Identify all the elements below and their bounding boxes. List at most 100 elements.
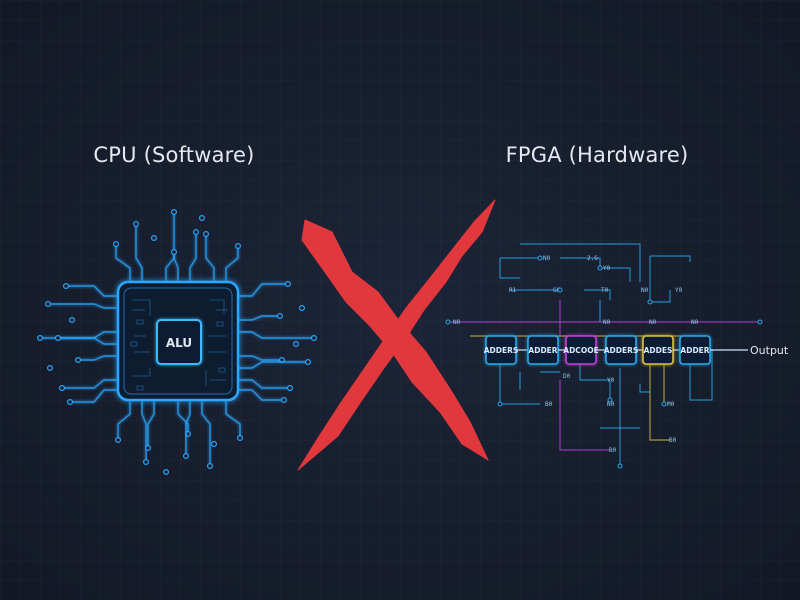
fpga-block: ADDERS xyxy=(604,335,643,365)
cpu-trace xyxy=(211,400,218,448)
cpu-trace xyxy=(62,283,118,297)
cpu-trace xyxy=(183,400,191,460)
pin-label: N0 xyxy=(607,401,615,408)
fpga-block-label: ADDES xyxy=(644,346,673,355)
cpu-trace xyxy=(54,335,118,345)
pin-label: N0 xyxy=(453,319,461,326)
wire-node xyxy=(647,299,653,305)
pin-label: B0 xyxy=(609,447,617,454)
wire-node xyxy=(607,397,613,403)
wire-node xyxy=(537,255,543,261)
cpu-chip-body: ALU xyxy=(116,280,240,402)
fpga-wire xyxy=(600,267,631,282)
wire-node xyxy=(445,319,451,325)
cpu-trace xyxy=(114,400,131,444)
pin-label: B0 xyxy=(545,401,553,408)
fpga-block-label: ADDER xyxy=(680,346,709,355)
cpu-trace xyxy=(203,231,215,282)
pin-label: N0 xyxy=(603,319,611,326)
cpu-trace xyxy=(238,281,292,297)
fpga-block-label: ADDERS xyxy=(484,346,519,355)
wire-node xyxy=(597,265,603,271)
cpu-trace xyxy=(199,215,206,282)
pin-label: Y0 xyxy=(603,265,611,272)
fpga-block: ADDERS xyxy=(484,335,528,365)
cpu-trace xyxy=(238,379,294,392)
cpu-trace xyxy=(151,235,158,282)
cpu-trace xyxy=(58,379,118,392)
pin-label: Y0 xyxy=(607,377,615,384)
alu-label: ALU xyxy=(166,336,192,350)
pin-label: T0 xyxy=(601,287,609,294)
cross-stroke-2 xyxy=(297,199,496,471)
cpu-trace xyxy=(225,400,244,442)
fpga-block: ADDES xyxy=(642,335,680,365)
cpu-trace xyxy=(165,209,178,282)
cpu-trace xyxy=(238,359,312,369)
fpga-wire xyxy=(520,243,641,282)
cpu-trace xyxy=(112,241,131,282)
cpu-trace xyxy=(238,305,306,312)
cpu-trace xyxy=(46,365,118,372)
wire-node xyxy=(497,401,503,407)
pin-label: M0 xyxy=(667,401,675,408)
pin-label: D0 xyxy=(563,373,571,380)
wire-node xyxy=(557,287,563,293)
fpga-wire xyxy=(560,257,601,268)
pin-label: N0 xyxy=(691,319,699,326)
cpu-trace xyxy=(189,229,200,282)
fpga-block: ADDER xyxy=(527,335,566,365)
cpu-trace xyxy=(163,400,170,476)
pin-label: R1 xyxy=(509,287,517,294)
fpga-block-label: ADDER xyxy=(528,346,557,355)
fpga-wire xyxy=(649,256,671,303)
cpu-title: CPU (Software) xyxy=(93,143,255,167)
cpu-trace xyxy=(66,389,118,406)
fpga-wire xyxy=(584,289,611,300)
wire-node xyxy=(617,463,623,469)
cpu-trace xyxy=(201,400,214,470)
fpga-wire xyxy=(650,255,691,262)
cpu-trace xyxy=(238,389,288,404)
fpga-block-label: ADDERS xyxy=(604,346,639,355)
wire-node xyxy=(757,319,763,325)
pin-label: B0 xyxy=(669,437,677,444)
cpu-trace xyxy=(74,355,118,364)
fpga-wire xyxy=(639,384,650,393)
cpu-trace xyxy=(44,301,118,309)
cpu-package-inner xyxy=(123,287,233,395)
pin-label: G0 xyxy=(553,287,561,294)
fpga-logic-blocks: ADDERS ADDER ADCOOE ADDERS ADDES ADDER xyxy=(484,335,711,365)
pin-label: N0 xyxy=(543,255,551,262)
cpu-trace xyxy=(141,400,150,466)
fpga-wire xyxy=(649,364,670,441)
cpu-circuit-traces xyxy=(36,209,318,476)
pin-label: 2.G xyxy=(587,255,598,262)
cpu-inner-circuits xyxy=(130,299,228,391)
cpu-trace xyxy=(171,249,179,282)
pin-label: Y0 xyxy=(675,287,683,294)
alu-core xyxy=(156,319,202,365)
cpu-trace xyxy=(238,331,318,342)
cpu-trace xyxy=(225,243,242,282)
cpu-trace xyxy=(68,317,118,324)
fpga-block-label: ADCOOE xyxy=(563,346,598,355)
cpu-trace xyxy=(238,313,284,321)
cpu-trace xyxy=(145,400,155,452)
fpga-wire xyxy=(559,380,610,451)
fpga-wire xyxy=(499,258,520,279)
pin-label: N0 xyxy=(641,287,649,294)
fpga-block: ADDER xyxy=(679,335,711,365)
pin-label: N0 xyxy=(649,319,657,326)
fpga-title: FPGA (Hardware) xyxy=(505,143,689,167)
fpga-wire xyxy=(579,364,611,400)
wire-node xyxy=(661,401,667,407)
cpu-trace xyxy=(133,221,143,282)
fpga-block: ADCOOE xyxy=(563,335,606,365)
cpu-trace xyxy=(238,341,300,348)
